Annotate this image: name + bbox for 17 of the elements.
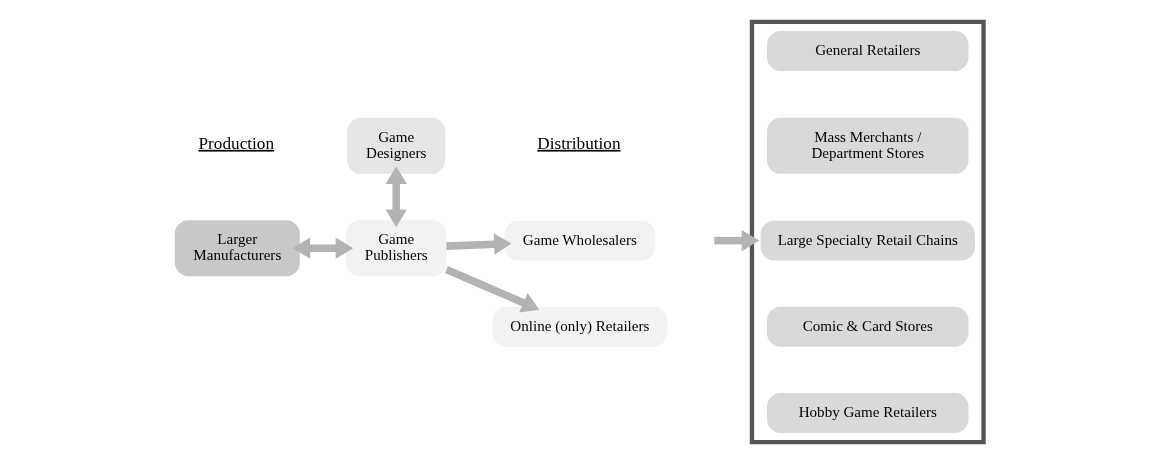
node-box: Game Wholesalers	[504, 220, 656, 261]
label: Distribution	[537, 133, 621, 153]
arrow	[446, 232, 512, 255]
node-box: Larger Manufacturers	[174, 219, 300, 276]
arrow	[385, 166, 407, 227]
node-box: Game Designers	[347, 117, 446, 174]
node-box: Mass Merchants / Department Stores	[767, 117, 969, 174]
arrow	[292, 236, 354, 259]
node-box: Online (only) Retailers	[492, 306, 668, 347]
node-box: Comic & Card Stores	[767, 306, 969, 347]
node-box: Large Specialty Retail Chains	[760, 220, 975, 261]
node-box: Game Publishers	[346, 219, 447, 276]
label: Production	[198, 133, 275, 153]
node-box: Hobby Game Retailers	[767, 392, 969, 433]
node-box: General Retailers	[767, 30, 969, 71]
cluster	[749, 19, 986, 444]
arrow	[444, 265, 540, 313]
